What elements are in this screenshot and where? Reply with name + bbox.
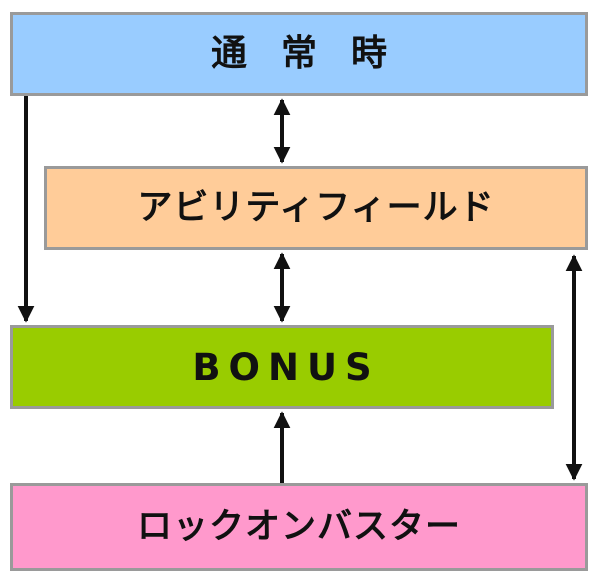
node-lockon-buster-label: ロックオンバスター [136,506,461,547]
node-lockon-buster: ロックオンバスター [10,483,588,571]
node-bonus: BONUS [10,325,554,409]
node-normal-label: 通常時 [210,33,421,74]
node-bonus-label: BONUS [192,345,380,389]
node-ability-field-label: アビリティフィールド [137,187,495,228]
node-normal: 通常時 [10,12,588,96]
node-ability-field: アビリティフィールド [44,166,588,250]
